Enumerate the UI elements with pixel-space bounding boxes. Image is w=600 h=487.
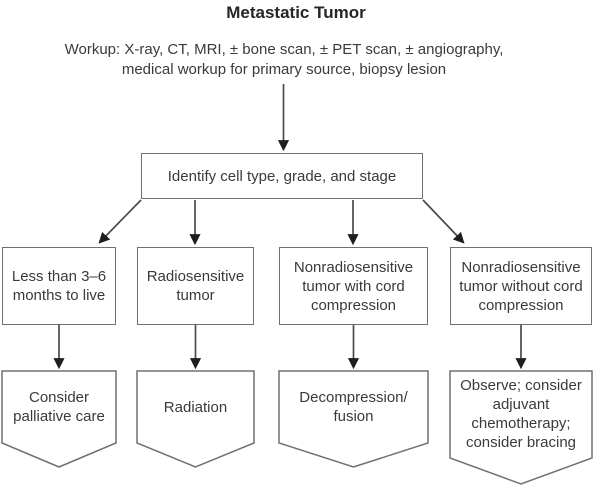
condition-box-nonradiosensitive-without-compression: Nonradiosensitive tumor without cord com… — [450, 247, 592, 325]
condition-box-nonradiosensitive-with-compression: Nonradiosensitive tumor with cord compre… — [279, 247, 428, 325]
condition-box-prognosis: Less than 3–6 months to live — [2, 247, 116, 325]
workup-text: Workup: X-ray, CT, MRI, ± bone scan, ± P… — [14, 40, 554, 79]
workup-line-1: Workup: X-ray, CT, MRI, ± bone scan, ± P… — [64, 41, 504, 58]
action-label-observe-chemotherapy-bracing: Observe; consider adjuvant chemotherapy;… — [460, 377, 582, 451]
action-label-palliative-care: Consider palliative care — [13, 389, 105, 425]
arrow-identify-to-branch-1 — [98, 199, 142, 244]
workup-line-2: medical workup for primary source, biops… — [121, 60, 447, 78]
action-pennant-4-shape — [449, 370, 593, 485]
action-label-radiation: Radiation — [163, 398, 228, 416]
action-pennant-2-shape — [136, 370, 255, 468]
identify-box: Identify cell type, grade, and stage — [141, 153, 423, 199]
action-pennant-3-shape — [278, 370, 429, 468]
action-label-decompression-fusion: Decompression/ fusion — [299, 389, 408, 425]
condition-box-radiosensitive: Radiosensitive tumor — [137, 247, 254, 325]
page-title: Metastatic Tumor — [226, 3, 366, 22]
action-pennant-1-shape — [1, 370, 117, 468]
arrow-identify-to-branch-4 — [422, 199, 465, 244]
